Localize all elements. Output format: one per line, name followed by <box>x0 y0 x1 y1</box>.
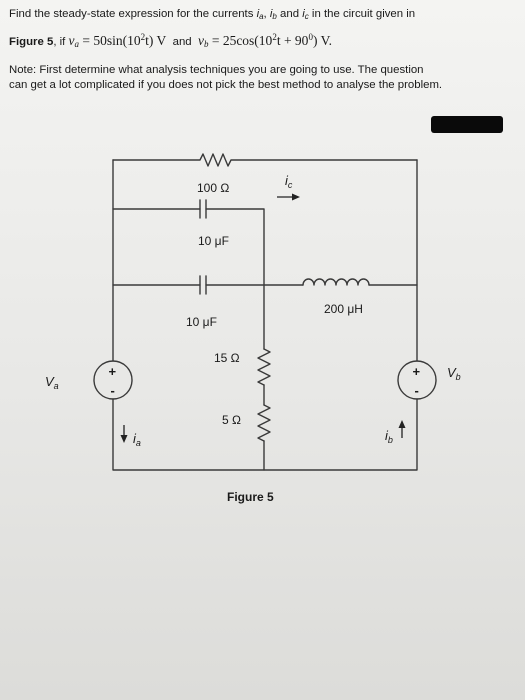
inductor-label: 200 μH <box>324 302 363 316</box>
resistor-5-ohm <box>257 404 271 442</box>
vb-subscript: b <box>203 39 209 49</box>
problem-text: , if <box>53 36 69 48</box>
ic-symbol: i <box>302 8 305 20</box>
resistor-5-label: 5 Ω <box>222 413 241 427</box>
ib-subscript: b <box>272 12 277 21</box>
left-source-wire-bottom <box>112 398 418 471</box>
figure-caption: Figure 5 <box>227 490 274 504</box>
resistor-100-label: 100 Ω <box>197 181 229 195</box>
ia-symbol: i <box>256 8 260 20</box>
va-minus-sign: - <box>111 383 115 398</box>
problem-text: and <box>276 8 303 20</box>
vb-expression: t + 90 <box>276 33 309 48</box>
ib-symbol: i <box>269 8 273 20</box>
va-label: Va <box>45 374 59 391</box>
top-wire <box>112 153 418 167</box>
cap-top-label: 10 μF <box>198 234 229 248</box>
resistor-15-label: 15 Ω <box>214 351 240 365</box>
vb-expression: ) V. <box>312 33 332 48</box>
va-expression: t) V <box>145 33 167 48</box>
cap-mid-label: 10 μF <box>186 315 217 329</box>
figure-reference: Figure 5 <box>9 36 54 48</box>
vb-minus-sign: - <box>415 383 419 398</box>
va-expression: = 50sin(10 <box>79 33 141 48</box>
redaction-mark <box>431 116 503 133</box>
ic-subscript: c <box>304 12 309 21</box>
resistor-15-ohm <box>257 348 271 386</box>
problem-line-2: Figure 5, if va = 50sin(102t) V and vb =… <box>9 33 332 50</box>
vb-exponent: 2 <box>272 32 277 42</box>
note-line-1: Note: First determine what analysis tech… <box>9 64 424 76</box>
note-line-2: can get a lot complicated if you does no… <box>9 79 443 91</box>
inductor <box>302 278 370 286</box>
va-exponent: 2 <box>140 32 146 42</box>
ia-arrow-icon <box>120 425 128 443</box>
vb-degree: 0 <box>308 32 313 42</box>
ib-arrow-icon <box>398 420 406 438</box>
vb-source <box>397 360 437 400</box>
ia-label: ia <box>133 431 141 448</box>
va-subscript: a <box>74 39 80 49</box>
ib-label: ib <box>385 428 393 445</box>
ic-arrow-icon <box>277 193 300 201</box>
cap-top-wire-right <box>205 208 265 350</box>
problem-line-1: Find the steady-state expression for the… <box>9 7 415 24</box>
va-plus-sign: + <box>109 364 117 379</box>
problem-text: , <box>263 8 270 20</box>
problem-text: in the circuit given in <box>308 8 416 20</box>
problem-text: Find the steady-state expression for the… <box>9 8 257 20</box>
ia-subscript: a <box>259 12 264 21</box>
problem-text: and <box>166 36 198 48</box>
note-paragraph: Note: First determine what analysis tech… <box>9 63 442 93</box>
vb-label: Vb <box>447 365 461 382</box>
vb-plus-sign: + <box>413 364 421 379</box>
vb-expression: = 25cos(10 <box>208 33 273 48</box>
va-symbol: v <box>68 33 75 48</box>
va-source <box>93 360 133 400</box>
vb-symbol: v <box>197 33 204 48</box>
ic-label: ic <box>285 173 293 190</box>
